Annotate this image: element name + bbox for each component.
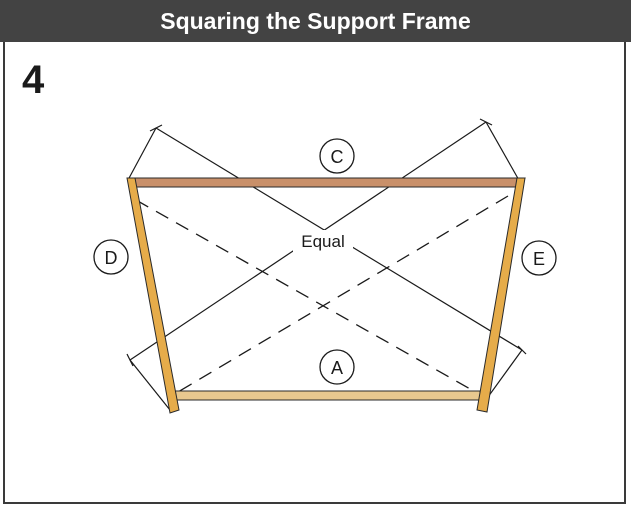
panel-header: Squaring the Support Frame	[0, 0, 631, 42]
dashed-diagonal-left-to-right	[135, 199, 473, 391]
board-bottom	[171, 390, 481, 401]
callout-bottom-board: A	[319, 349, 355, 385]
callout-left-board: D	[93, 239, 129, 275]
board-top	[127, 177, 526, 188]
extension-line-top-left	[127, 127, 157, 181]
extension-line-bottom-left	[129, 359, 171, 411]
step-number: 4	[22, 58, 45, 102]
equal-note: Equal	[301, 232, 344, 251]
callout-top-board: C	[319, 138, 355, 174]
tick-top-left	[149, 124, 163, 132]
callout-circle	[319, 349, 355, 385]
callout-label-bottom: A	[331, 358, 343, 378]
callout-label-right: E	[533, 249, 545, 269]
tick-bottom-left	[126, 353, 134, 367]
board-right	[476, 177, 526, 413]
board-left	[126, 177, 180, 414]
callout-label-top: C	[331, 147, 344, 167]
callout-circle	[521, 240, 557, 276]
callout-circle	[319, 138, 355, 174]
support-frame	[126, 177, 526, 414]
dashed-diagonal-right-to-left	[177, 195, 509, 393]
panel-title: Squaring the Support Frame	[160, 7, 471, 34]
equal-note-background	[293, 230, 353, 252]
callout-circle	[93, 239, 129, 275]
callout-right-board: E	[521, 240, 557, 276]
tick-top-right	[479, 118, 493, 126]
callout-label-left: D	[105, 248, 118, 268]
tick-bottom-right	[517, 345, 527, 355]
extension-line-top-right	[485, 121, 521, 183]
dashed-diagonals	[135, 195, 509, 393]
